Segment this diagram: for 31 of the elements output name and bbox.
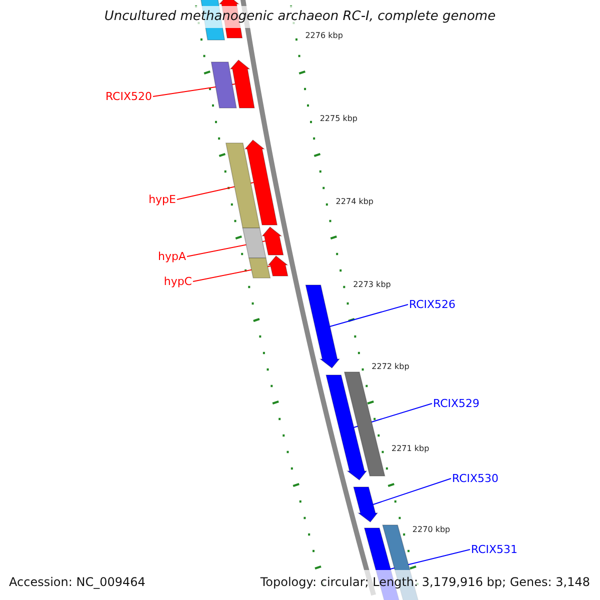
gene-block (344, 372, 386, 476)
pointed-gene-block (261, 226, 284, 256)
tick-label: 2272 kbp (372, 362, 410, 372)
gene-block (248, 258, 271, 278)
gene-block (242, 228, 266, 258)
tick-label: 2276 kbp (305, 31, 343, 41)
gene-block (225, 142, 260, 228)
pointed-gene-block (268, 255, 289, 276)
leader-line (329, 304, 408, 327)
footer-text: Topology: circular; Length: 3,179,916 bp; Genes: 3,148 (260, 575, 590, 589)
pointed-gene-block (353, 486, 378, 523)
footer-text: Accession: NC_009464 (9, 575, 146, 589)
gene-label: RCIX526 (409, 298, 456, 311)
gene-label: RCIX530 (452, 472, 499, 485)
tick-label: 2275 kbp (320, 114, 358, 124)
gene-label: RCIX531 (471, 543, 518, 556)
leader-line (372, 478, 452, 505)
leader-line (192, 266, 272, 282)
gene-label: RCIX520 (105, 90, 152, 103)
tick-label: 2273 kbp (353, 280, 391, 290)
pointed-gene-block (230, 59, 255, 108)
gene-block (210, 62, 237, 108)
gene-label: hypA (158, 250, 186, 263)
gene-label: RCIX529 (433, 397, 480, 410)
pointed-gene-block (305, 284, 340, 369)
pointed-gene-block (326, 374, 368, 481)
gene-label: hypC (164, 275, 192, 288)
tick-label: 2270 kbp (412, 525, 450, 535)
tick-label: 2274 kbp (336, 197, 374, 207)
gene-label: hypE (148, 193, 176, 206)
pointed-gene-block (244, 139, 278, 226)
